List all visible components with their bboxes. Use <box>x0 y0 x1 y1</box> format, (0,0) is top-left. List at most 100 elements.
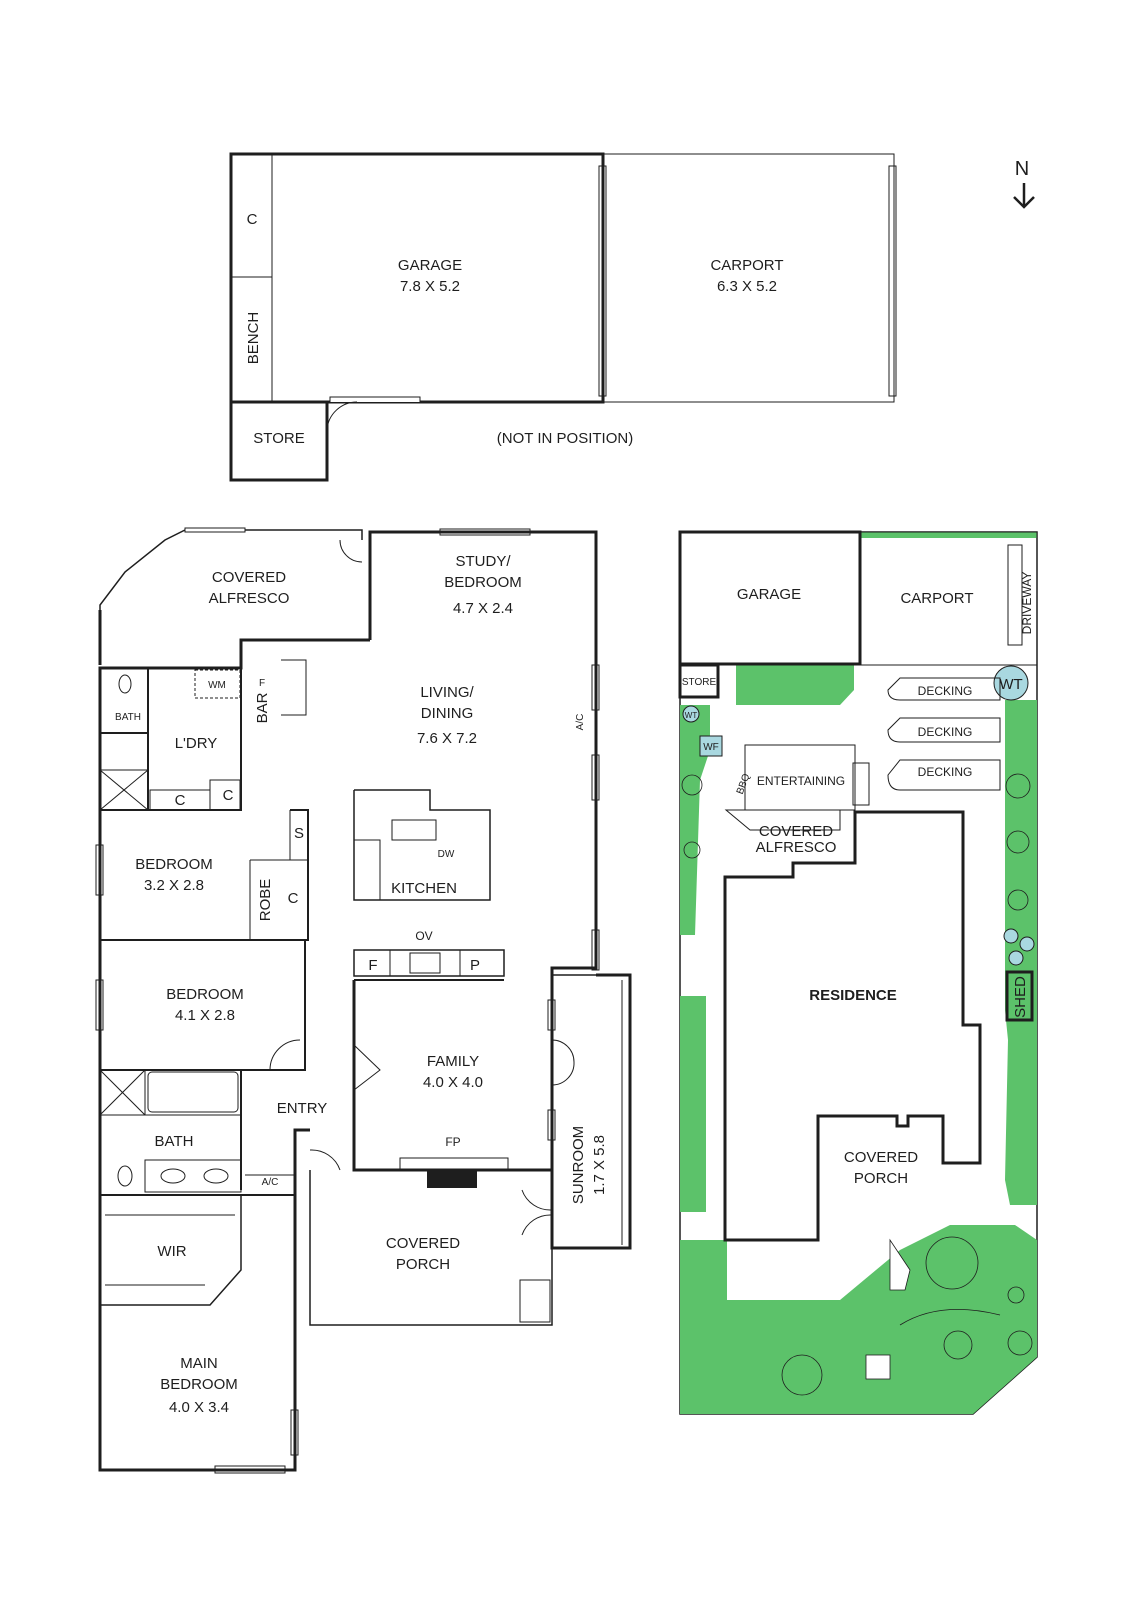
porch-label-1: COVERED <box>386 1235 460 1252</box>
sunroom-name: SUNROOM <box>570 1126 587 1204</box>
sunroom-walls <box>551 974 631 1249</box>
study-walls <box>368 530 598 640</box>
bedroom1-dims: 3.2 X 2.8 <box>144 877 204 894</box>
small-bath-label: BATH <box>115 712 141 723</box>
porch-steps <box>519 1279 551 1323</box>
bathtub-icon <box>147 1071 239 1113</box>
pantry-label: P <box>470 957 480 974</box>
study-dims: 4.7 X 2.4 <box>453 600 513 617</box>
north-arrow-icon <box>1013 183 1035 209</box>
site-plan: GARAGE CARPORT DRIVEWAY STORE WT WT WF B… <box>678 530 1038 1415</box>
living-window-2 <box>591 754 600 801</box>
wir-walls <box>100 1195 242 1306</box>
carport-outline <box>603 153 895 403</box>
decking-1 <box>887 677 1001 701</box>
fireplace-hearth <box>399 1157 509 1171</box>
laundry-shower <box>99 769 149 811</box>
ac-label-living: A/C <box>575 714 586 731</box>
garage-name: GARAGE <box>398 257 462 274</box>
water-tank-icon <box>993 665 1029 701</box>
entertaining-steps <box>852 762 870 806</box>
bedroom2-dims: 4.1 X 2.8 <box>175 1007 235 1024</box>
alfresco-label-2: ALFRESCO <box>209 590 290 607</box>
wir-label: WIR <box>157 1243 186 1260</box>
living-label-2: DINING <box>421 705 474 722</box>
bar-label: BAR <box>254 692 271 723</box>
study-label-2: BEDROOM <box>444 574 522 591</box>
carport-post-line <box>888 165 897 397</box>
family-name: FAMILY <box>427 1053 479 1070</box>
dw-label: DW <box>438 849 455 860</box>
alfresco-screen <box>184 527 246 533</box>
kitchen-label: KITCHEN <box>391 880 457 897</box>
store-door-swing <box>326 401 358 431</box>
living-dims: 7.6 X 7.2 <box>417 730 477 747</box>
entertaining-area <box>744 744 856 811</box>
shed-label: SHED <box>1012 976 1029 1018</box>
carport-name: CARPORT <box>710 257 783 274</box>
main-bedroom-label-2: BEDROOM <box>160 1376 238 1393</box>
alfresco-outline <box>99 529 363 665</box>
decking-label-1: DECKING <box>918 684 973 698</box>
sink-icon <box>391 819 437 841</box>
driveway-label: DRIVEWAY <box>1020 572 1034 635</box>
alfresco-label-1: COVERED <box>212 569 286 586</box>
carport-dims: 6.3 X 5.2 <box>717 278 777 295</box>
house-floor-plan: COVERED ALFRESCO STUDY/ BEDROOM 4.7 X 2.… <box>95 527 632 1474</box>
north-label: N <box>1015 158 1029 180</box>
fireplace-label: FP <box>445 1135 460 1149</box>
garage-dims: 7.8 X 5.2 <box>400 278 460 295</box>
site-alfresco-label-1: COVERED <box>759 823 833 840</box>
fridge-label: F <box>368 957 377 974</box>
main-bedroom-label-1: MAIN <box>180 1355 218 1372</box>
site-alfresco-label-2: ALFRESCO <box>756 839 837 856</box>
site-store <box>678 663 720 699</box>
kitchen-bench <box>353 949 505 977</box>
living-window-3 <box>591 929 600 971</box>
study-label-1: STUDY/ <box>455 553 511 570</box>
site-garage <box>678 530 862 666</box>
study-window <box>439 528 531 536</box>
bar-counter <box>281 659 307 716</box>
sunroom-door-swing <box>551 1039 575 1086</box>
driveway-strip <box>1007 544 1023 646</box>
vanity-icon <box>144 1159 242 1193</box>
decking-label-2: DECKING <box>918 725 973 739</box>
sunroom-dims: 1.7 X 5.8 <box>591 1135 608 1195</box>
laundry-cupboard-2: C <box>223 787 234 804</box>
kitchen-island <box>353 789 491 901</box>
water-tank-label: WT <box>999 676 1022 693</box>
garden-feature <box>865 1354 891 1380</box>
decking-label-3: DECKING <box>918 765 973 779</box>
shelf-label: S <box>294 825 304 842</box>
site-carport-label: CARPORT <box>900 590 973 607</box>
shed-box <box>1005 970 1034 1022</box>
living-label-1: LIVING/ <box>420 684 474 701</box>
toilet-icon-2 <box>117 1165 133 1187</box>
site-garage-label: GARAGE <box>737 586 801 603</box>
covered-porch-outline <box>309 1170 553 1326</box>
laundry-cupboard-1: C <box>175 792 186 809</box>
garage-cupboard-label: C <box>247 211 258 228</box>
water-tank-label-2: WT <box>685 711 698 720</box>
not-in-position-note: (NOT IN POSITION) <box>497 430 633 447</box>
washing-machine <box>194 669 241 699</box>
cooktop-icon <box>409 952 441 974</box>
bedroom1-name: BEDROOM <box>135 856 213 873</box>
store-label: STORE <box>253 430 304 447</box>
main-bedroom-dims: 4.0 X 3.4 <box>169 1399 229 1416</box>
site-porch-label-1: COVERED <box>844 1149 918 1166</box>
fireplace-icon <box>427 1170 477 1188</box>
residence-outline <box>723 810 982 1242</box>
bedroom2-name: BEDROOM <box>166 986 244 1003</box>
wm-label: WM <box>208 680 226 691</box>
family-bifold <box>353 1044 381 1091</box>
oven-label: OV <box>415 929 432 943</box>
wood-fire <box>699 735 723 757</box>
compass: N <box>1013 158 1035 209</box>
ac-label-entry: A/C <box>262 1177 279 1188</box>
bar-fridge-label: F <box>259 678 265 689</box>
entertaining-label: ENTERTAINING <box>757 774 845 788</box>
